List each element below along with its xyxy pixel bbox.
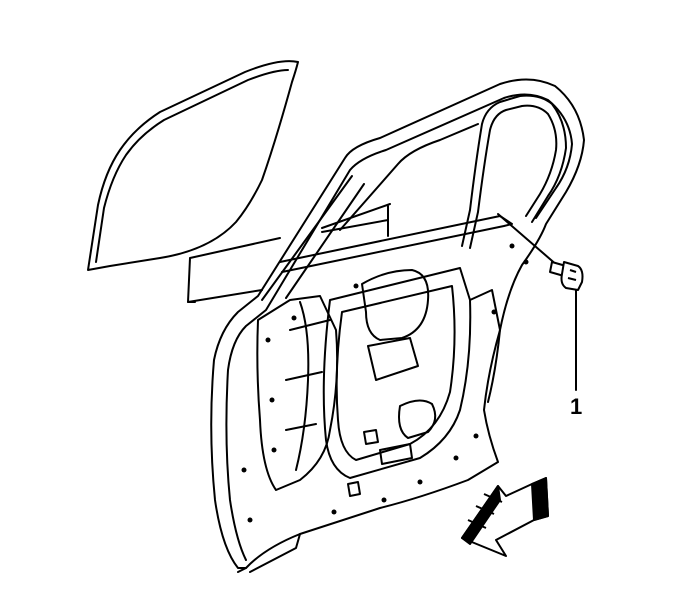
door-bottom-edge [237, 533, 301, 573]
belt-rail [279, 213, 559, 273]
direction-arrow-icon [461, 477, 549, 557]
window-frame [339, 94, 567, 249]
callout-label-1: 1 [570, 394, 583, 419]
inner-panel [256, 267, 501, 497]
bolt-icon [549, 261, 584, 291]
mounting-holes [241, 243, 529, 523]
water-deflector [187, 203, 391, 303]
door-frame [210, 78, 585, 569]
window-glass [87, 60, 299, 271]
